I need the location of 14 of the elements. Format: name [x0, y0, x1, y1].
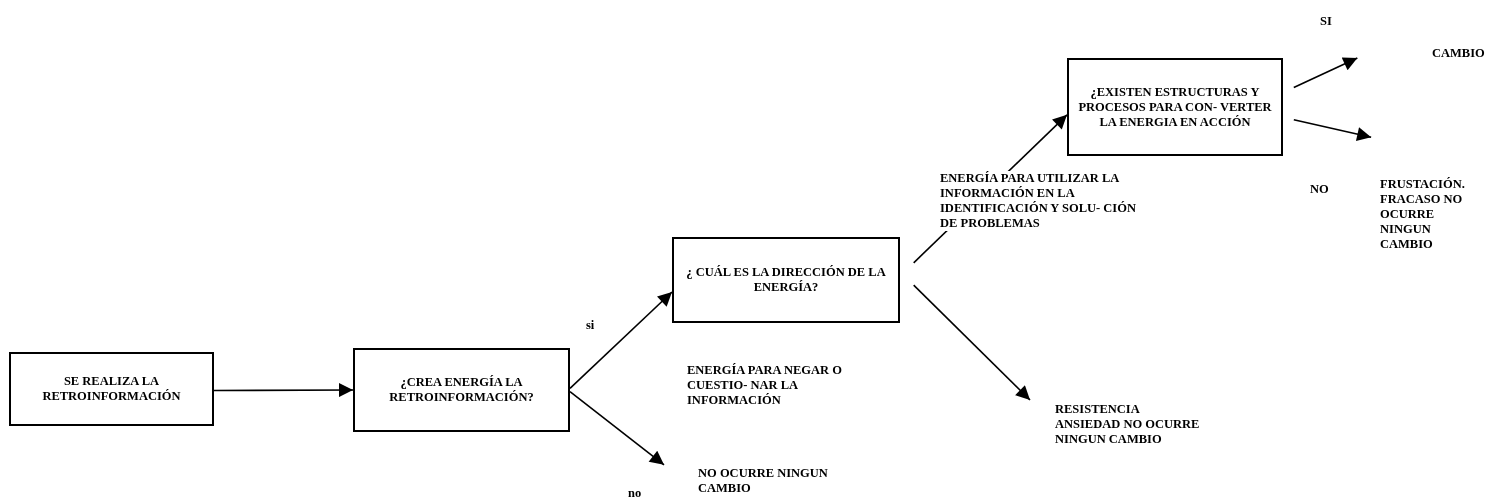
arrow	[1293, 57, 1359, 89]
arrow	[912, 284, 1031, 401]
arrow	[213, 383, 354, 398]
process-box: ¿EXISTEN ESTRUCTURAS Y PROCESOS PARA CON- VERTER LA ENERGIA EN ACCIÓN	[1067, 58, 1283, 156]
process-box: SE REALIZA LA RETROINFORMACIÓN	[9, 352, 214, 426]
outcome-text: FRUSTACIÓN. FRACASO NO OCURRE NINGUN CAMBIO	[1370, 136, 1485, 264]
outcome-text: RESISTENCIA ANSIEDAD NO OCURRE NINGUN CAMBIO	[1030, 398, 1205, 464]
outcome-text: NO OCURRE NINGUN CAMBIO	[664, 462, 844, 502]
process-box: ¿ CUÁL ES LA DIRECCIÓN DE LA ENERGÍA?	[672, 237, 900, 323]
process-box: ¿CREA ENERGÍA LA RETROINFORMACIÓN?	[353, 348, 570, 432]
arrow	[569, 390, 665, 466]
outcome-text: CAMBIO	[1356, 46, 1490, 66]
arrow	[1293, 118, 1372, 141]
arrow	[569, 291, 673, 390]
